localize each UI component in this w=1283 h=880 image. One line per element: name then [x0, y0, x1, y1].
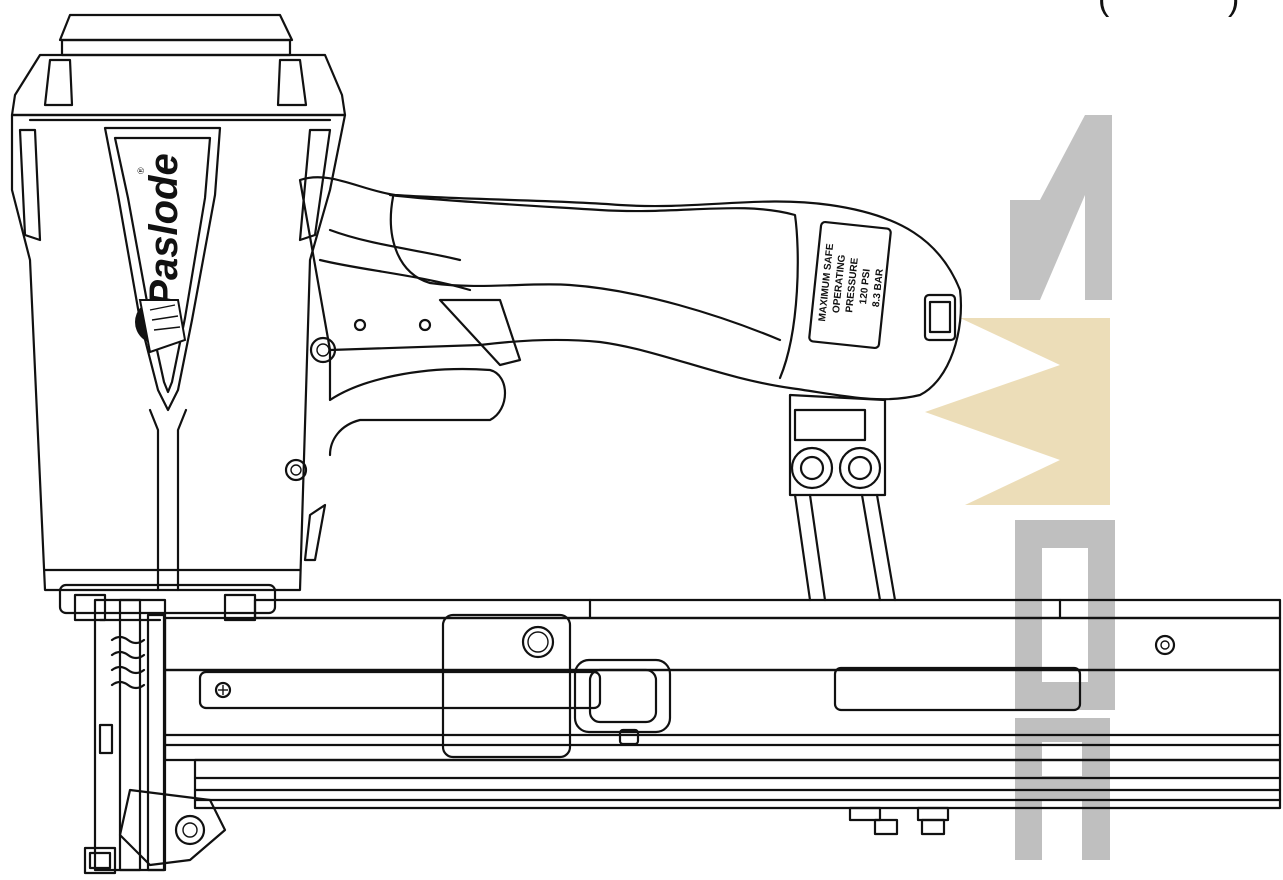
brand-logo: Paslode ®: [136, 153, 186, 306]
nose-assembly: [58, 583, 277, 875]
hand-icon: [135, 299, 187, 354]
trigger-area: [284, 298, 522, 562]
handle: MAXIMUM SAFE OPERATING PRESSURE 120 PSI …: [298, 176, 962, 401]
tool-body: Paslode ®: [10, 13, 347, 592]
warning-label-line4: 120 PSI: [858, 268, 873, 305]
watermark-chevron: [925, 318, 1110, 505]
watermark-letter-o: [1015, 520, 1115, 710]
magazine-bracket: [788, 393, 897, 602]
warning-label: MAXIMUM SAFE OPERATING PRESSURE 120 PSI …: [808, 220, 892, 350]
watermark-letter-n: [1010, 115, 1112, 300]
brand-logo-text: Paslode: [142, 153, 186, 306]
warning-label-line5: 8.3 BAR: [871, 268, 886, 308]
brand-registered-mark: ®: [136, 167, 146, 174]
corner-text-right: ): [1228, 0, 1239, 18]
watermark: [925, 115, 1115, 860]
corner-text-left: (: [1098, 0, 1110, 18]
